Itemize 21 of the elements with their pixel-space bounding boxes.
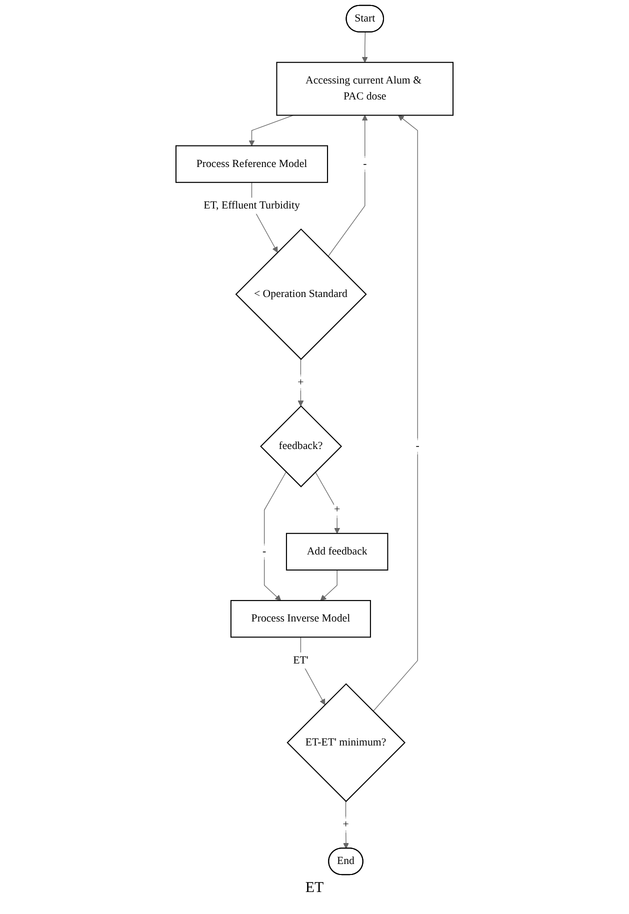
node-box: Accessing current Alum & PAC dose [276, 62, 454, 116]
node-diamond: < Operation Standard [235, 228, 367, 360]
arrow [320, 570, 338, 601]
arrow [372, 115, 418, 712]
arrow [300, 636, 326, 705]
node-diamond: ET-ET' minimum? [286, 683, 406, 802]
edge-label: - [262, 546, 266, 558]
arrow [248, 114, 294, 146]
edge-label: - [416, 440, 420, 452]
signal-label: ET [305, 880, 324, 896]
edge-label: + [298, 376, 304, 388]
edge-label: + [342, 818, 349, 830]
edge-label: ET, Effluent Turbidity [204, 200, 300, 212]
node-box: Add feedback [286, 532, 388, 571]
node-box: Process Reference Model [175, 145, 328, 183]
node-diamond: feedback? [260, 405, 342, 488]
edge-label: ET' [293, 654, 308, 666]
edge-label: + [334, 504, 340, 516]
edge-label: - [363, 158, 367, 170]
node-box: Process Inverse Model [230, 600, 371, 638]
arrow [362, 32, 368, 63]
